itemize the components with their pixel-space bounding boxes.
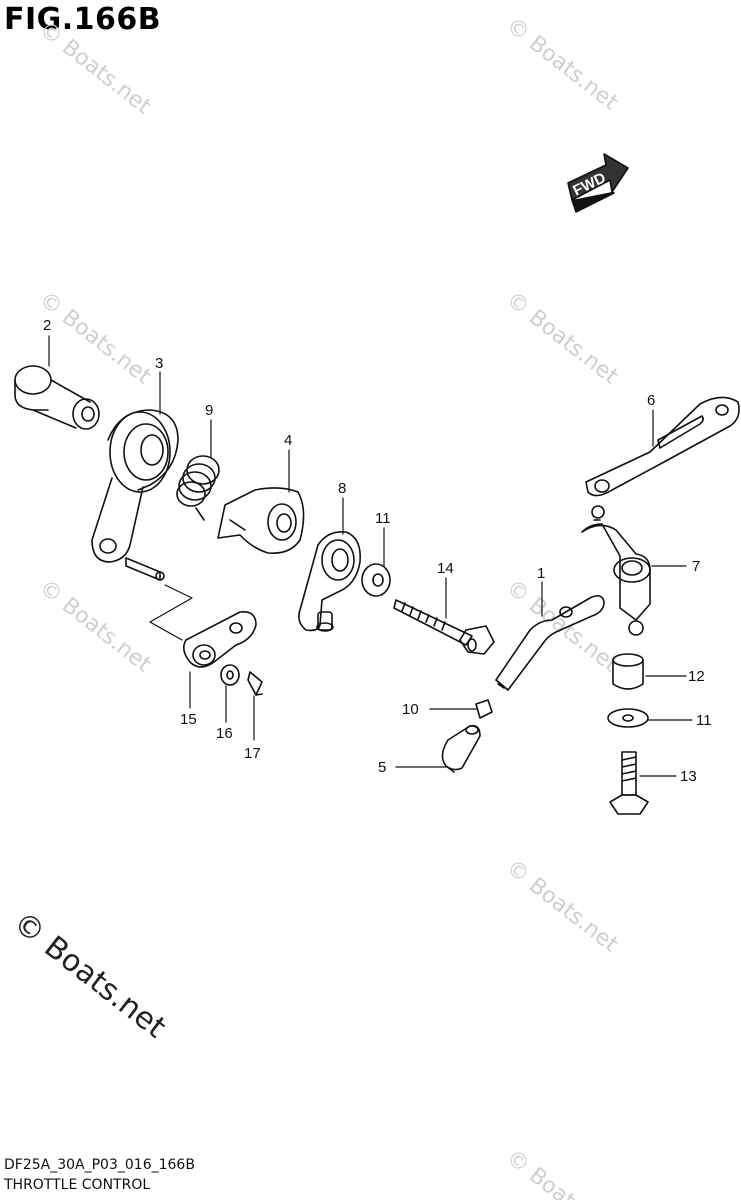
watermark-8: © Boats.net xyxy=(501,1145,622,1200)
part-9-spring xyxy=(176,455,220,521)
callout-6: 6 xyxy=(647,392,655,409)
callout-2: 2 xyxy=(43,317,51,334)
callout-11b: 11 xyxy=(696,712,712,729)
part-13-bolt xyxy=(609,751,649,815)
watermark-4: © Boats.net xyxy=(501,287,622,390)
callout-1: 1 xyxy=(537,565,545,582)
callout-15: 15 xyxy=(180,711,197,728)
callout-17: 17 xyxy=(244,745,261,762)
part-6-link-arm xyxy=(585,396,740,497)
callout-4: 4 xyxy=(284,432,292,449)
figure-title: FIG.166B xyxy=(4,2,162,37)
callout-7: 7 xyxy=(692,558,700,575)
callout-5: 5 xyxy=(378,759,386,776)
part-1-throttle-rod xyxy=(495,594,605,691)
watermark-7: © Boats.net xyxy=(501,855,622,958)
callout-10: 10 xyxy=(402,701,419,718)
watermark-2: © Boats.net xyxy=(501,13,622,116)
diagram-code: DF25A_30A_P03_016_166B xyxy=(4,1157,195,1173)
part-7-ball-lever xyxy=(581,505,651,636)
watermark-5: © Boats.net xyxy=(34,575,155,678)
callout-9: 9 xyxy=(205,402,213,419)
callout-13: 13 xyxy=(680,768,697,785)
part-10-nut xyxy=(475,699,493,719)
callout-16: 16 xyxy=(216,725,233,742)
part-8-bracket xyxy=(298,530,362,632)
part-12-collar xyxy=(612,653,644,690)
callout-3: 3 xyxy=(155,355,163,372)
assembly-leader xyxy=(149,584,193,641)
watermark-3: © Boats.net xyxy=(34,287,155,390)
watermark-1: © Boats.net xyxy=(34,17,155,120)
part-5-socket-joint xyxy=(441,724,481,773)
part-11-washer-upper xyxy=(361,563,391,597)
part-11-washer-lower xyxy=(607,708,649,728)
callout-numbers: 2 3 9 4 8 11 14 1 6 7 12 11 13 10 5 15 1… xyxy=(43,317,712,785)
callout-14: 14 xyxy=(437,560,454,577)
part-14-bolt xyxy=(393,599,495,655)
callout-8: 8 xyxy=(338,480,346,497)
callout-leaders xyxy=(48,335,693,777)
diagram-name: THROTTLE CONTROL xyxy=(4,1177,151,1193)
part-16-washer xyxy=(220,664,240,686)
part-2-collar xyxy=(14,365,100,430)
part-4-cam xyxy=(217,487,305,555)
watermark-6: © Boats.net xyxy=(501,575,622,678)
fwd-arrow-icon: FWD xyxy=(567,153,629,213)
part-3-throttle-lever xyxy=(91,409,179,563)
callout-12: 12 xyxy=(688,668,705,685)
callout-11a: 11 xyxy=(375,510,391,527)
dowel-pin xyxy=(125,557,165,581)
part-15-link-lever xyxy=(182,610,257,668)
part-17-clip xyxy=(247,671,263,696)
